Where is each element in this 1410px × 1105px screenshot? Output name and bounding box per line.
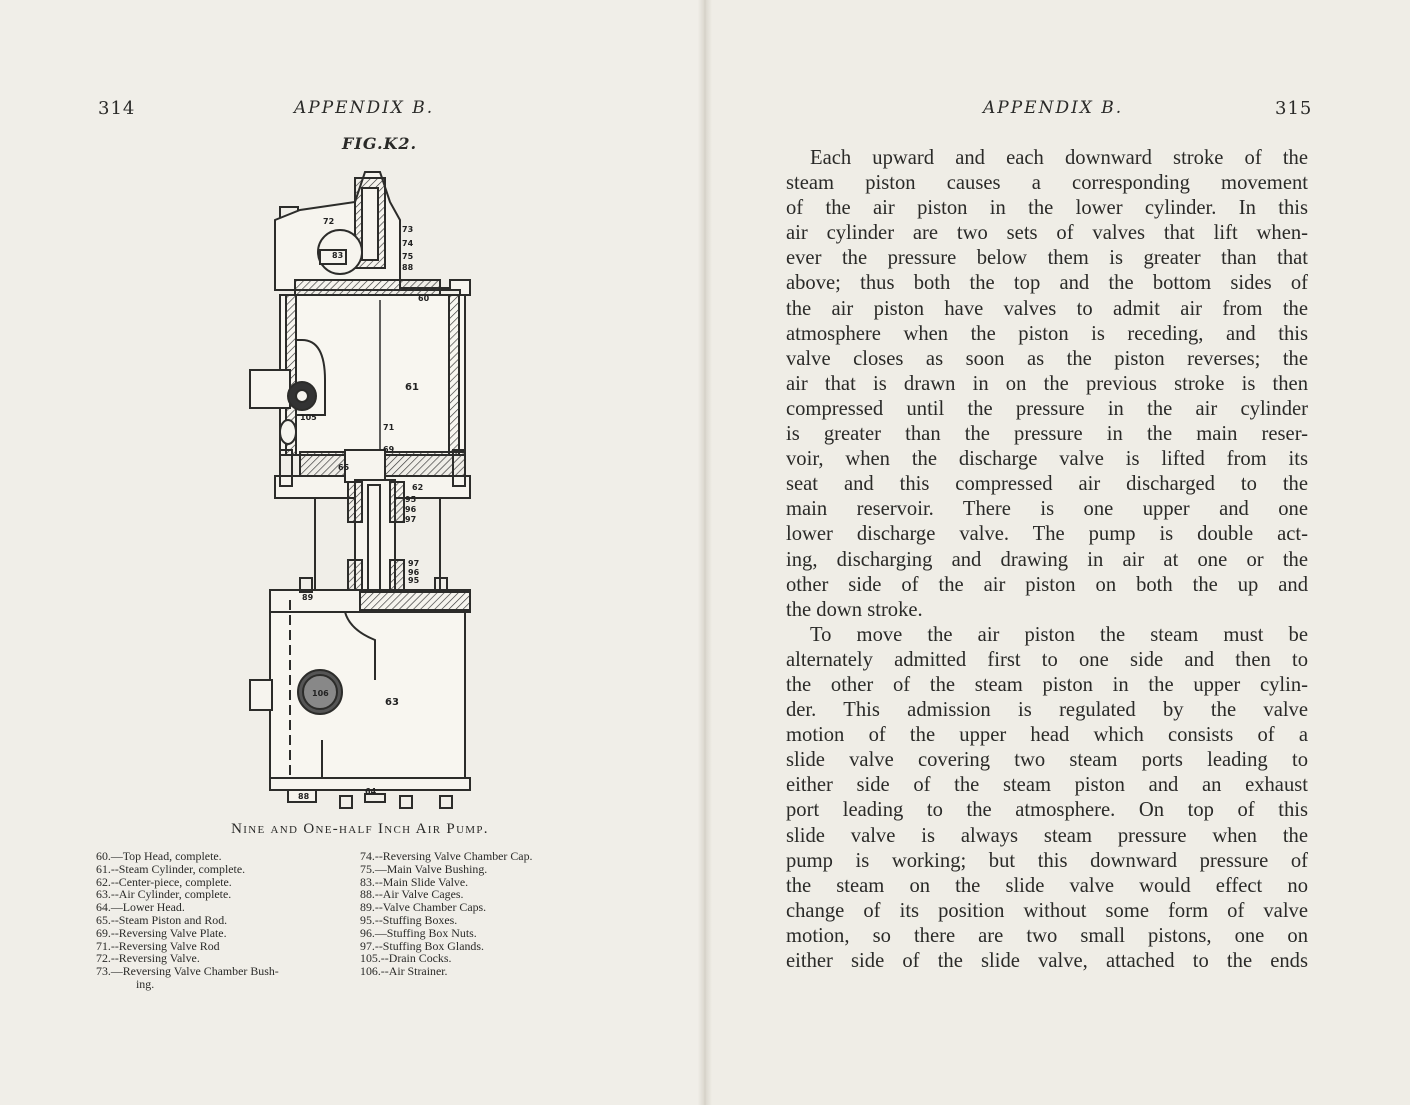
right-page: APPENDIX B. 315 <box>705 0 1410 1105</box>
legend-item: 106.--Air Strainer. <box>360 964 448 979</box>
legend-item: 96.—Stuffing Box Nuts. <box>360 925 477 940</box>
legend-item: 63.--Air Cylinder, complete. <box>96 887 232 902</box>
legend-item: 69.--Reversing Valve Plate. <box>96 925 227 940</box>
label-61: 61 <box>405 382 419 393</box>
running-head-right: APPENDIX B. <box>983 98 1124 118</box>
text-line: lower discharge valve. The pump is doubl… <box>786 523 1308 546</box>
figure-caption: Nine and One-half Inch Air Pump. <box>231 821 489 837</box>
label-105: 105 <box>300 413 317 422</box>
text-line: ever the pressure below them is greater … <box>786 247 1308 270</box>
label-106: 106 <box>312 689 329 698</box>
legend-item: 89.--Valve Chamber Caps. <box>360 900 487 915</box>
text-line: der. This admission is regulated by the … <box>786 699 1308 722</box>
label-97: 97 <box>405 515 416 524</box>
label-63: 63 <box>385 697 399 708</box>
running-head-left: APPENDIX B. <box>294 98 435 118</box>
text-line: valve closes as soon as the piston rever… <box>786 347 1308 370</box>
legend-column-2: 74.--Reversing Valve Chamber Cap. 75.—Ma… <box>360 850 620 978</box>
text-line: either side of the slide valve, attached… <box>786 950 1308 972</box>
text-line: port leading to the atmosphere. On top o… <box>786 799 1308 822</box>
text-line: of the air piston in the lower cylinder.… <box>786 197 1308 220</box>
label-95: 95 <box>405 495 417 504</box>
legend-item: 65.--Steam Piston and Rod. <box>96 912 228 927</box>
text-line: motion, so there are two small pistons, … <box>786 924 1308 947</box>
page-number-right: 315 <box>1275 98 1313 119</box>
text-line: above; thus both the top and the bottom … <box>786 272 1308 295</box>
text-line: air that is drawn in on the previous str… <box>786 372 1308 395</box>
label-89: 89 <box>302 593 314 602</box>
text-line: ing, discharging and drawing in air at o… <box>786 548 1308 571</box>
label-65: 65 <box>338 463 350 472</box>
label-64: 64 <box>365 787 377 796</box>
legend-item: 105.--Drain Cocks. <box>360 951 452 966</box>
air-pump-diagram: 60 72 83 73 74 75 88 61 71 69 65 62 95 9… <box>249 171 471 809</box>
legend-item: 74.--Reversing Valve Chamber Cap. <box>360 849 533 863</box>
label-71: 71 <box>383 423 395 432</box>
legend-item: 97.--Stuffing Box Glands. <box>360 938 484 953</box>
text-line: voir, when the discharge valve is lifted… <box>786 448 1308 471</box>
text-line: the steam on the slide valve would effec… <box>786 874 1308 897</box>
legend-item: 60.—Top Head, complete. <box>96 849 222 863</box>
label-96: 96 <box>405 505 417 514</box>
text-line: Each upward and each downward stroke of … <box>810 147 1308 169</box>
text-line: slide valve covering two steam ports lea… <box>786 749 1308 772</box>
legend-item: 71.--Reversing Valve Rod <box>96 938 220 953</box>
label-96b: 96 <box>408 568 420 577</box>
text-line: pump is working; but this downward press… <box>786 849 1308 872</box>
label-73: 73 <box>402 225 413 234</box>
legend-item: 72.--Reversing Valve. <box>96 951 200 966</box>
label-88b: 88 <box>298 792 310 801</box>
book-gutter <box>698 0 712 1105</box>
text-line: is greater than the pressure in the main… <box>786 423 1308 446</box>
text-line: change of its position without some form… <box>786 899 1308 922</box>
figure-label: FIG.K2. <box>342 134 418 153</box>
legend-item: 61.--Steam Cylinder, complete. <box>96 861 246 876</box>
legend-item-continuation: ing. <box>136 976 155 991</box>
legend-column-1: 60.—Top Head, complete. 61.--Steam Cylin… <box>96 850 361 991</box>
text-line: atmosphere when the piston is receding, … <box>786 322 1308 345</box>
left-page: 314 APPENDIX B. FIG.K2. <box>96 98 620 991</box>
legend-item: 95.--Stuffing Boxes. <box>360 912 458 927</box>
legend-item: 83.--Main Slide Valve. <box>360 874 469 889</box>
label-88: 88 <box>402 263 414 272</box>
legend-item: 75.—Main Valve Bushing. <box>360 861 488 876</box>
text-line: To move the air piston the steam must be <box>810 623 1308 646</box>
text-line: the air piston have valves to admit air … <box>786 297 1308 320</box>
legend-item: 73.—Reversing Valve Chamber Bush- <box>96 964 279 979</box>
page-number-left: 314 <box>98 98 136 119</box>
text-line: steam piston causes a corresponding move… <box>786 172 1308 195</box>
label-97b: 97 <box>408 559 419 568</box>
label-75: 75 <box>402 252 414 261</box>
label-69: 69 <box>383 445 395 454</box>
text-line: either side of the steam piston and an e… <box>786 774 1308 797</box>
label-60: 60 <box>418 294 430 303</box>
label-62: 62 <box>412 483 423 492</box>
text-line: alternately admitted first to one side a… <box>786 648 1308 671</box>
text-line: motion of the upper head which consists … <box>786 724 1308 747</box>
label-72: 72 <box>323 217 334 226</box>
text-line: the down stroke. <box>786 598 923 621</box>
legend-item: 62.--Center-piece, complete. <box>96 874 232 889</box>
text-line: the other of the steam piston in the upp… <box>786 673 1308 696</box>
legend-item: 88.--Air Valve Cages. <box>360 887 464 902</box>
text-line: seat and this compressed air discharged … <box>786 473 1308 496</box>
body-text: Each upward and each downward stroke of … <box>786 146 1308 974</box>
label-74: 74 <box>402 239 414 248</box>
text-line: other side of the air piston on both the… <box>786 573 1308 596</box>
text-line: compressed until the pressure in the air… <box>786 397 1308 420</box>
legend-item: 64.—Lower Head. <box>96 900 185 915</box>
label-83: 83 <box>332 251 343 260</box>
text-line: air cylinder are two sets of valves that… <box>786 222 1308 245</box>
label-95b: 95 <box>408 576 420 585</box>
text-line: slide valve is always steam pressure whe… <box>786 824 1308 847</box>
text-line: main reservoir. There is one upper and o… <box>786 498 1308 521</box>
